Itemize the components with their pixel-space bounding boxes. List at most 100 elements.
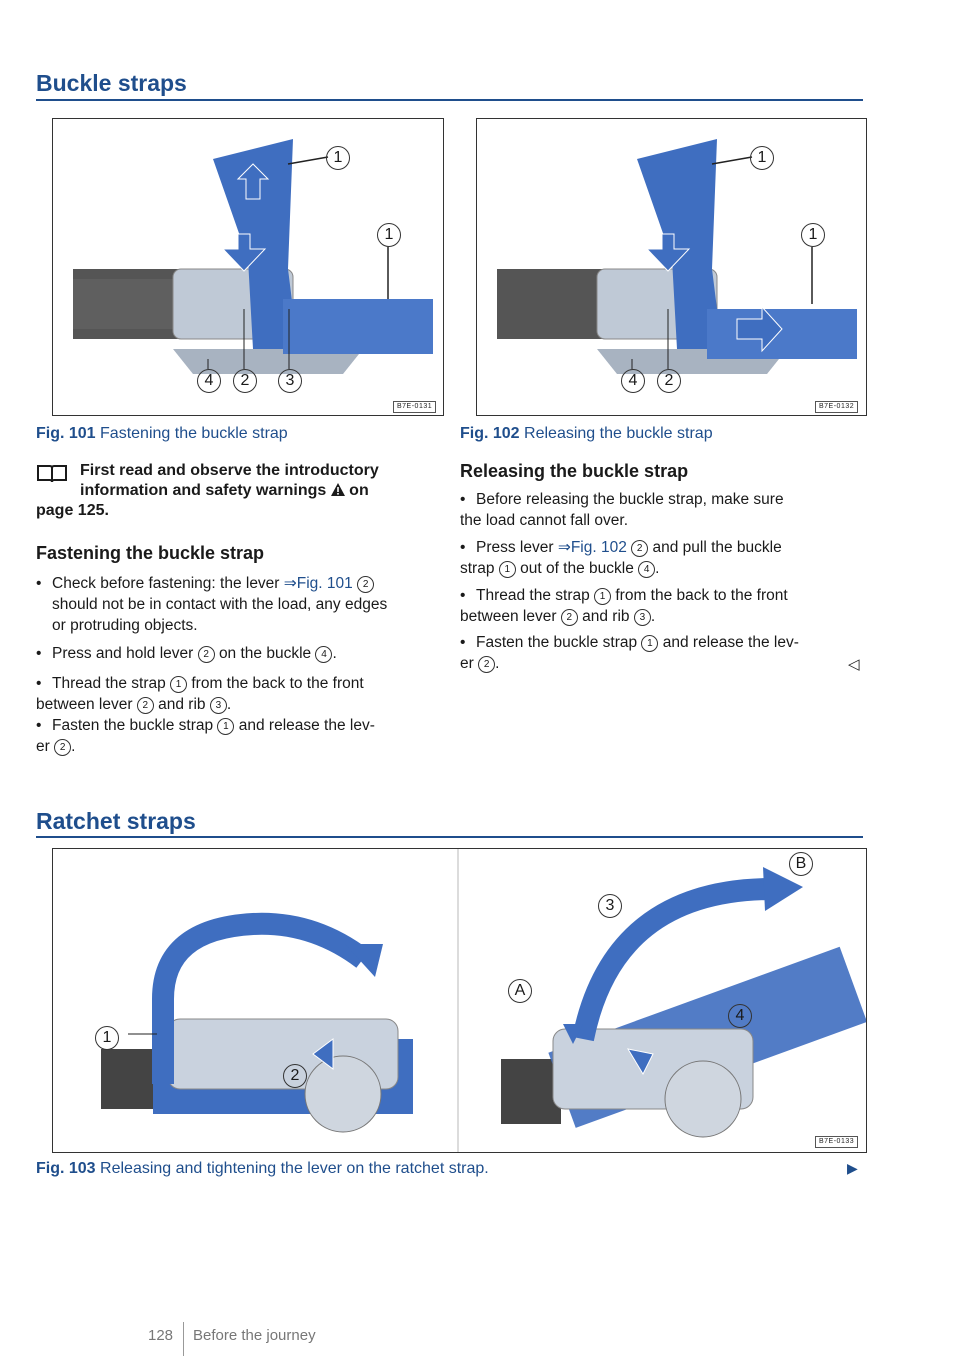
section-rule [36, 99, 863, 101]
callout-4: 4 [621, 369, 645, 393]
callout-ref: 4 [315, 646, 333, 663]
text: or protruding objects. [52, 617, 198, 634]
text: Fasten the buckle strap [476, 634, 638, 651]
callout-ref: 2 [197, 646, 215, 663]
callout-1: 1 [95, 1026, 119, 1050]
callout-3: 3 [278, 369, 302, 393]
heading-fastening: Fastening the buckle strap [36, 543, 265, 563]
buckle-lever [173, 349, 363, 374]
text: er [36, 738, 50, 755]
intro-line-2-text: information and safety warnings [80, 482, 327, 499]
text: Press lever [476, 539, 554, 556]
strap-right [283, 299, 433, 354]
callout-ref: 1 [170, 676, 188, 693]
footer-chapter: Before the journey [193, 1327, 316, 1344]
callout-1a: 1 [750, 146, 774, 170]
text: and pull the buckle [652, 539, 782, 556]
text: the load cannot fall over. [460, 512, 629, 529]
callout-2: 2 [657, 369, 681, 393]
text: between lever [36, 696, 133, 713]
callout-ref: 2 [560, 609, 578, 626]
figure-number: Fig. 103 [36, 1160, 96, 1177]
callout-ref: 2 [631, 540, 649, 557]
callout-4: 4 [197, 369, 221, 393]
arrow-right-icon [736, 305, 783, 353]
text: on the buckle [218, 645, 312, 662]
end-mark-icon: ◁ [848, 656, 860, 673]
text: Fasten the buckle strap [52, 717, 214, 734]
list-item: Thread the strap 1 from the back to the … [36, 673, 452, 715]
callout-ref: 1 [498, 561, 516, 578]
callout-ref: 1 [217, 718, 235, 735]
callout-1a: 1 [326, 146, 350, 170]
footer-divider [183, 1322, 184, 1356]
warning-icon [330, 482, 345, 496]
figure-caption-text: Fastening the buckle strap [100, 425, 288, 442]
figure-link[interactable]: ⇒Fig. 101 [283, 575, 353, 592]
section-title-buckle-straps: Buckle straps [36, 70, 187, 96]
callout-ref: 1 [641, 635, 659, 652]
intro-line-3: page 125. [36, 502, 109, 519]
arrowhead-icon [563, 1024, 583, 1044]
figure-code: B7E-0133 [815, 1136, 859, 1148]
text: and release the lev- [662, 634, 799, 651]
intro-line-2: information and safety warnings on [36, 481, 436, 501]
text: and rib [158, 696, 206, 713]
arrowhead-icon [345, 944, 383, 977]
callout-ref: 2 [136, 697, 154, 714]
list-item: Before releasing the buckle strap, make … [460, 489, 876, 531]
callout-1b: 1 [801, 223, 825, 247]
figure-102: 1 1 4 2 B7E-0132 [476, 118, 867, 416]
figure-caption-text: Releasing the buckle strap [524, 425, 713, 442]
intro-note: First read and observe the introductory … [36, 461, 436, 521]
text: Thread the strap [476, 587, 590, 604]
callout-1b: 1 [377, 223, 401, 247]
callout-ref: 3 [209, 697, 227, 714]
strap-up [213, 139, 298, 349]
figure-caption-text: Releasing and tightening the lever on th… [100, 1160, 489, 1177]
rotation-arrow [152, 912, 370, 1084]
callout-ref: 2 [478, 656, 496, 673]
figure-101-caption: Fig. 101 Fastening the buckle strap [36, 425, 288, 443]
intro-line-2-end: on [349, 482, 369, 499]
section-title-ratchet-straps: Ratchet straps [36, 808, 196, 834]
buckle-fasten-illustration [73, 139, 433, 374]
rotation-arrow [572, 878, 774, 1042]
section-rule [36, 836, 863, 838]
figure-103-caption: Fig. 103 Releasing and tightening the le… [36, 1160, 489, 1178]
list-item: Thread the strap 1 from the back to the … [460, 585, 876, 627]
callout-ref: 2 [357, 576, 375, 593]
continue-arrow-icon: ▶ [847, 1160, 858, 1176]
text: and release the lev- [238, 717, 375, 734]
text: should not be in contact with the load, … [52, 596, 388, 613]
list-item: Press and hold lever 2 on the buckle 4. [36, 643, 452, 664]
figure-code: B7E-0131 [393, 401, 437, 413]
callout-3: 3 [598, 894, 622, 918]
text: er [460, 655, 474, 672]
figure-102-caption: Fig. 102 Releasing the buckle strap [460, 425, 713, 443]
intro-line-1: First read and observe the introductory [80, 462, 379, 479]
callout-4: 4 [728, 1004, 752, 1028]
figure-101: 1 1 4 2 3 B7E-0131 [52, 118, 444, 416]
figure-number: Fig. 102 [460, 425, 520, 442]
list-item: Fasten the buckle strap 1 and release th… [460, 632, 876, 674]
list-item: Press lever ⇒Fig. 102 2 and pull the buc… [460, 537, 876, 579]
arrow-left-icon [312, 1038, 334, 1070]
callout-ref: 2 [54, 739, 72, 756]
callout-a: A [508, 979, 532, 1003]
list-item: Fasten the buckle strap 1 and release th… [36, 715, 452, 757]
list-item: Check before fastening: the lever ⇒Fig. … [36, 573, 452, 636]
book-icon [37, 465, 67, 483]
page-number: 128 [148, 1327, 174, 1344]
arrow-up-icon [236, 163, 270, 200]
callout-ref: 3 [633, 609, 651, 626]
text: Thread the strap [52, 675, 166, 692]
callout-2: 2 [283, 1064, 307, 1088]
figure-link[interactable]: ⇒Fig. 102 [557, 539, 627, 556]
callout-ref: 4 [638, 561, 656, 578]
callout-ref: 1 [594, 588, 612, 605]
arrow-diagonal-icon [626, 1048, 654, 1076]
figure-code: B7E-0132 [815, 401, 859, 413]
heading-releasing: Releasing the buckle strap [460, 461, 689, 481]
callout-2: 2 [233, 369, 257, 393]
